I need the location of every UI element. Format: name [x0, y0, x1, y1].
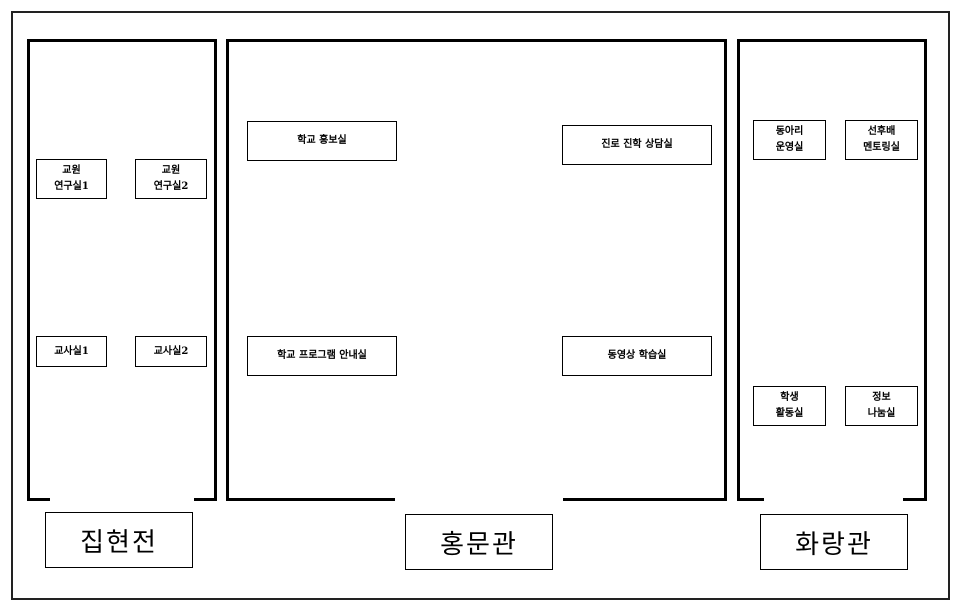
diagram-frame — [11, 11, 950, 600]
room-line: 연구실1 — [54, 181, 89, 192]
room-line: 운영실 — [775, 142, 804, 153]
building-label-hwarang: 화랑관 — [760, 514, 908, 570]
room-school-pr[interactable]: 학교 홍보실 — [247, 121, 397, 161]
room-line: 교원 — [62, 165, 81, 176]
room-info-sharing[interactable]: 정보 나눔실 — [845, 386, 918, 426]
room-line: 정보 — [872, 392, 891, 403]
room-line: 나눔실 — [867, 408, 896, 419]
room-line: 진로 진학 상담실 — [601, 139, 673, 150]
room-line: 동영상 학습실 — [607, 350, 667, 361]
building-hwarang-bottom-left — [737, 498, 764, 501]
room-program-guide[interactable]: 학교 프로그램 안내실 — [247, 336, 397, 376]
room-line: 교사실2 — [153, 345, 189, 357]
room-line: 학교 프로그램 안내실 — [277, 350, 367, 361]
building-label-hongmun: 홍문관 — [405, 514, 553, 570]
building-hongmun-bottom-right — [563, 498, 727, 501]
room-video-learning[interactable]: 동영상 학습실 — [562, 336, 712, 376]
building-label-jiphyeon: 집현전 — [45, 512, 193, 568]
building-hongmun-bottom-left — [226, 498, 395, 501]
room-line: 교사실1 — [54, 345, 89, 357]
room-mentoring[interactable]: 선후배 멘토링실 — [845, 120, 918, 160]
room-line: 학생 — [780, 392, 799, 403]
room-line: 교원 — [161, 165, 181, 176]
building-jiphyeon-bottom-left — [27, 498, 50, 501]
building-jiphyeon-bottom-right — [194, 498, 217, 501]
room-teachers-room-1[interactable]: 교사실1 — [36, 336, 107, 367]
room-student-activity[interactable]: 학생 활동실 — [753, 386, 826, 426]
building-hongmun — [226, 39, 727, 501]
room-career-counsel[interactable]: 진로 진학 상담실 — [562, 125, 712, 165]
room-line: 멘토링실 — [863, 142, 900, 153]
building-hwarang-bottom-right — [903, 498, 927, 501]
room-line: 동아리 — [775, 126, 804, 137]
room-faculty-office-2[interactable]: 교원 연구실2 — [135, 159, 207, 199]
room-line: 선후배 — [867, 126, 896, 137]
room-line: 학교 홍보실 — [297, 135, 347, 146]
building-hwarang — [737, 39, 927, 501]
room-line: 연구실2 — [153, 181, 189, 192]
room-line: 활동실 — [775, 408, 804, 419]
building-jiphyeon — [27, 39, 217, 501]
room-club-office[interactable]: 동아리 운영실 — [753, 120, 826, 160]
room-teachers-room-2[interactable]: 교사실2 — [135, 336, 207, 367]
room-faculty-office-1[interactable]: 교원 연구실1 — [36, 159, 107, 199]
